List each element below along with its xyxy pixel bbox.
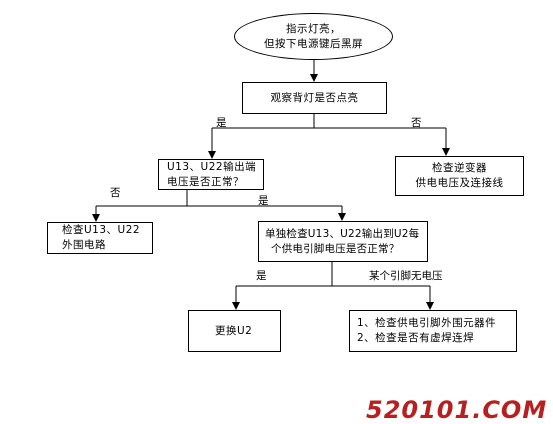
check-output-voltage-box: U13、U22输出端 电压是否正常？ [158,159,264,190]
start-node: 指示灯亮， 但按下电源键后黑屏 [234,13,393,60]
backlight-no-label: 否 [411,117,422,129]
check-peripheral-line-2: 外围电路 [62,239,106,251]
replace-u2-box: 更换U2 [188,310,281,352]
start-line-1: 指示灯亮， [286,22,341,35]
pins-no-voltage-label: 某个引脚无电压 [369,270,443,282]
observe-backlight-box: 观察背灯是否点亮 [242,82,387,114]
check-components-box: 1、检查供电引脚外围元器件 2、检查是否有虚焊连焊 [349,310,517,352]
backlight-yes-label: 是 [216,117,227,129]
check-components-line-1: 1、检查供电引脚外围元器件 [357,317,497,329]
start-line-2: 但按下电源键后黑屏 [264,37,363,50]
output-no-label: 否 [110,187,121,199]
check-u2-pins-box: 单独检查U13、U22输出到U2每 个供电引脚电压是否正常？ [258,221,428,262]
check-output-line-2: 电压是否正常？ [167,175,244,188]
check-output-line-1: U13、U22输出端 [167,160,257,173]
check-u2-pins-line-2: 个供电引脚电压是否正常？ [271,242,400,255]
site-watermark: 520101.COM [366,396,548,424]
observe-backlight-text: 观察背灯是否点亮 [270,91,359,104]
check-u2-pins-line-1: 单独检查U13、U22输出到U2每 [265,227,420,240]
pins-yes-label: 是 [256,270,267,282]
check-inverter-line-2: 供电电压及连接线 [415,177,504,189]
check-inverter-box: 检查逆变器 供电电压及连接线 [395,156,524,196]
check-peripheral-circuit-box: 检查U13、U22 外围电路 [47,222,153,254]
check-peripheral-line-1: 检查U13、U22 [62,224,141,236]
check-components-line-2: 2、检查是否有虚焊连焊 [357,332,475,344]
output-yes-label: 是 [258,195,269,207]
replace-u2-text: 更换U2 [215,324,253,337]
check-inverter-line-1: 检查逆变器 [432,162,487,174]
